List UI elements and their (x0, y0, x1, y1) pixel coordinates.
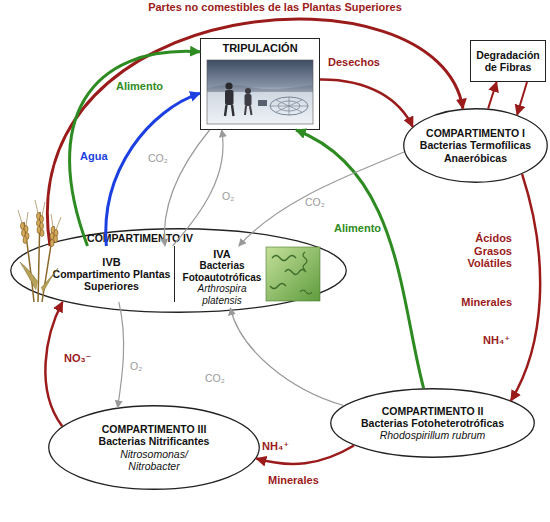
text-area: TRIPULACIÓN (201, 42, 319, 58)
node-text: Rhodospirillum rubrum (380, 429, 486, 441)
node-text: Bacterias Fotoheterotróficas (361, 417, 504, 429)
connector-arrow (70, 51, 200, 246)
wheat-illustration (18, 200, 61, 302)
connector-arrow (47, 19, 463, 246)
crew-photo (207, 60, 313, 124)
edge-label: CO₂ (148, 152, 178, 164)
connector-arrow (517, 82, 527, 115)
edge-label: Partes no comestibles de las Plantas Sup… (115, 1, 435, 14)
connector-arrow (511, 174, 540, 400)
crew-box: TRIPULACIÓN (200, 38, 320, 130)
connector-arrow (488, 82, 497, 109)
edge-label: Alimento (334, 222, 389, 235)
connector-arrow (106, 93, 200, 246)
edge-label: CO₂ (305, 196, 335, 208)
edge-label: O₂ (222, 190, 252, 202)
edge-label: CO₂ (205, 372, 235, 384)
connector-arrow (118, 302, 124, 408)
connector-arrow (320, 79, 413, 126)
node-text: IVA (213, 248, 231, 261)
connector-arrow (173, 130, 224, 246)
compartment-ellipse: COMPARTIMENTO IIBacterias Fotoheterotróf… (330, 388, 535, 458)
ellipse-shape (49, 406, 260, 490)
connector-arrow (256, 446, 354, 464)
node-text: Nitrosomonas/ Nitrobacter (94, 448, 214, 472)
flow-label: NH₄⁺ (470, 334, 510, 347)
connector-arrow (239, 152, 404, 246)
node-text: COMPARTIMENTO II (382, 405, 484, 417)
text-area: COMPARTIMENTO IV (70, 232, 210, 245)
node-text: Degradación de Fibras (472, 49, 544, 73)
text-area: IVABacterias FotoautotróficasArthrospira… (180, 246, 264, 308)
node-text: Arthrospira platensis (180, 283, 264, 306)
node-text: Compartimento Plantas Superiores (50, 268, 173, 292)
edge-label: Agua (80, 150, 120, 163)
text-area: Degradación de Fibras (472, 42, 544, 80)
node-text: COMPARTIMENTO IV (87, 232, 193, 244)
compartment-ellipse: COMPARTIMENTO IBacterias Termofílicas An… (403, 108, 548, 183)
sub-compartment: IVABacterias FotoautotróficasArthrospira… (180, 246, 264, 308)
edge-label: Desechos (328, 56, 388, 69)
sub-compartment: IVBCompartimento Plantas Superiores (50, 246, 175, 302)
node-text: Bacterias Fotoautotróficas (180, 260, 264, 283)
edge-label: NH₄⁺ (262, 440, 302, 453)
ellipse-shape (404, 109, 548, 183)
text-area: IVBCompartimento Plantas Superiores (50, 246, 173, 302)
compartment-ellipse: COMPARTIMENTO IIIBacterias Nitrificantes… (48, 405, 260, 490)
connector-arrow (296, 130, 424, 388)
node-text: COMPARTIMENTO III (102, 423, 207, 435)
text-area: COMPARTIMENTO IBacterias Termofílicas An… (418, 116, 533, 175)
node-text: COMPARTIMENTO I (426, 127, 525, 139)
edge-label: Alimento (116, 80, 176, 93)
text-area: COMPARTIMENTO IIBacterias Fotoheterotróf… (350, 396, 515, 450)
ellipse-shape (331, 389, 535, 458)
connector-arrow (230, 308, 343, 406)
spirulina-photo (266, 247, 320, 301)
edge-label: NO₃⁻ (64, 352, 104, 365)
node-text: IVB (102, 256, 120, 269)
node-text: Bacterias Nitrificantes (99, 435, 210, 447)
node-text: Bacterias Termofílicas Anaeróbicas (418, 139, 533, 163)
edge-label: Ácidos Grasos Volátiles (450, 232, 512, 270)
compartment-ellipse: COMPARTIMENTO IV IVBCompartimento Plantas… (10, 228, 347, 313)
ellipse-shape (11, 229, 347, 313)
flow-label: Minerales (455, 296, 512, 309)
connector-arrow (45, 302, 62, 426)
flow-label: Minerales (268, 474, 328, 487)
node-text: TRIPULACIÓN (222, 42, 297, 55)
text-area: COMPARTIMENTO IIIBacterias Nitrificantes… (94, 415, 214, 480)
edge-label: O₂ (130, 360, 160, 372)
process-box: Degradación de Fibras (470, 40, 546, 82)
